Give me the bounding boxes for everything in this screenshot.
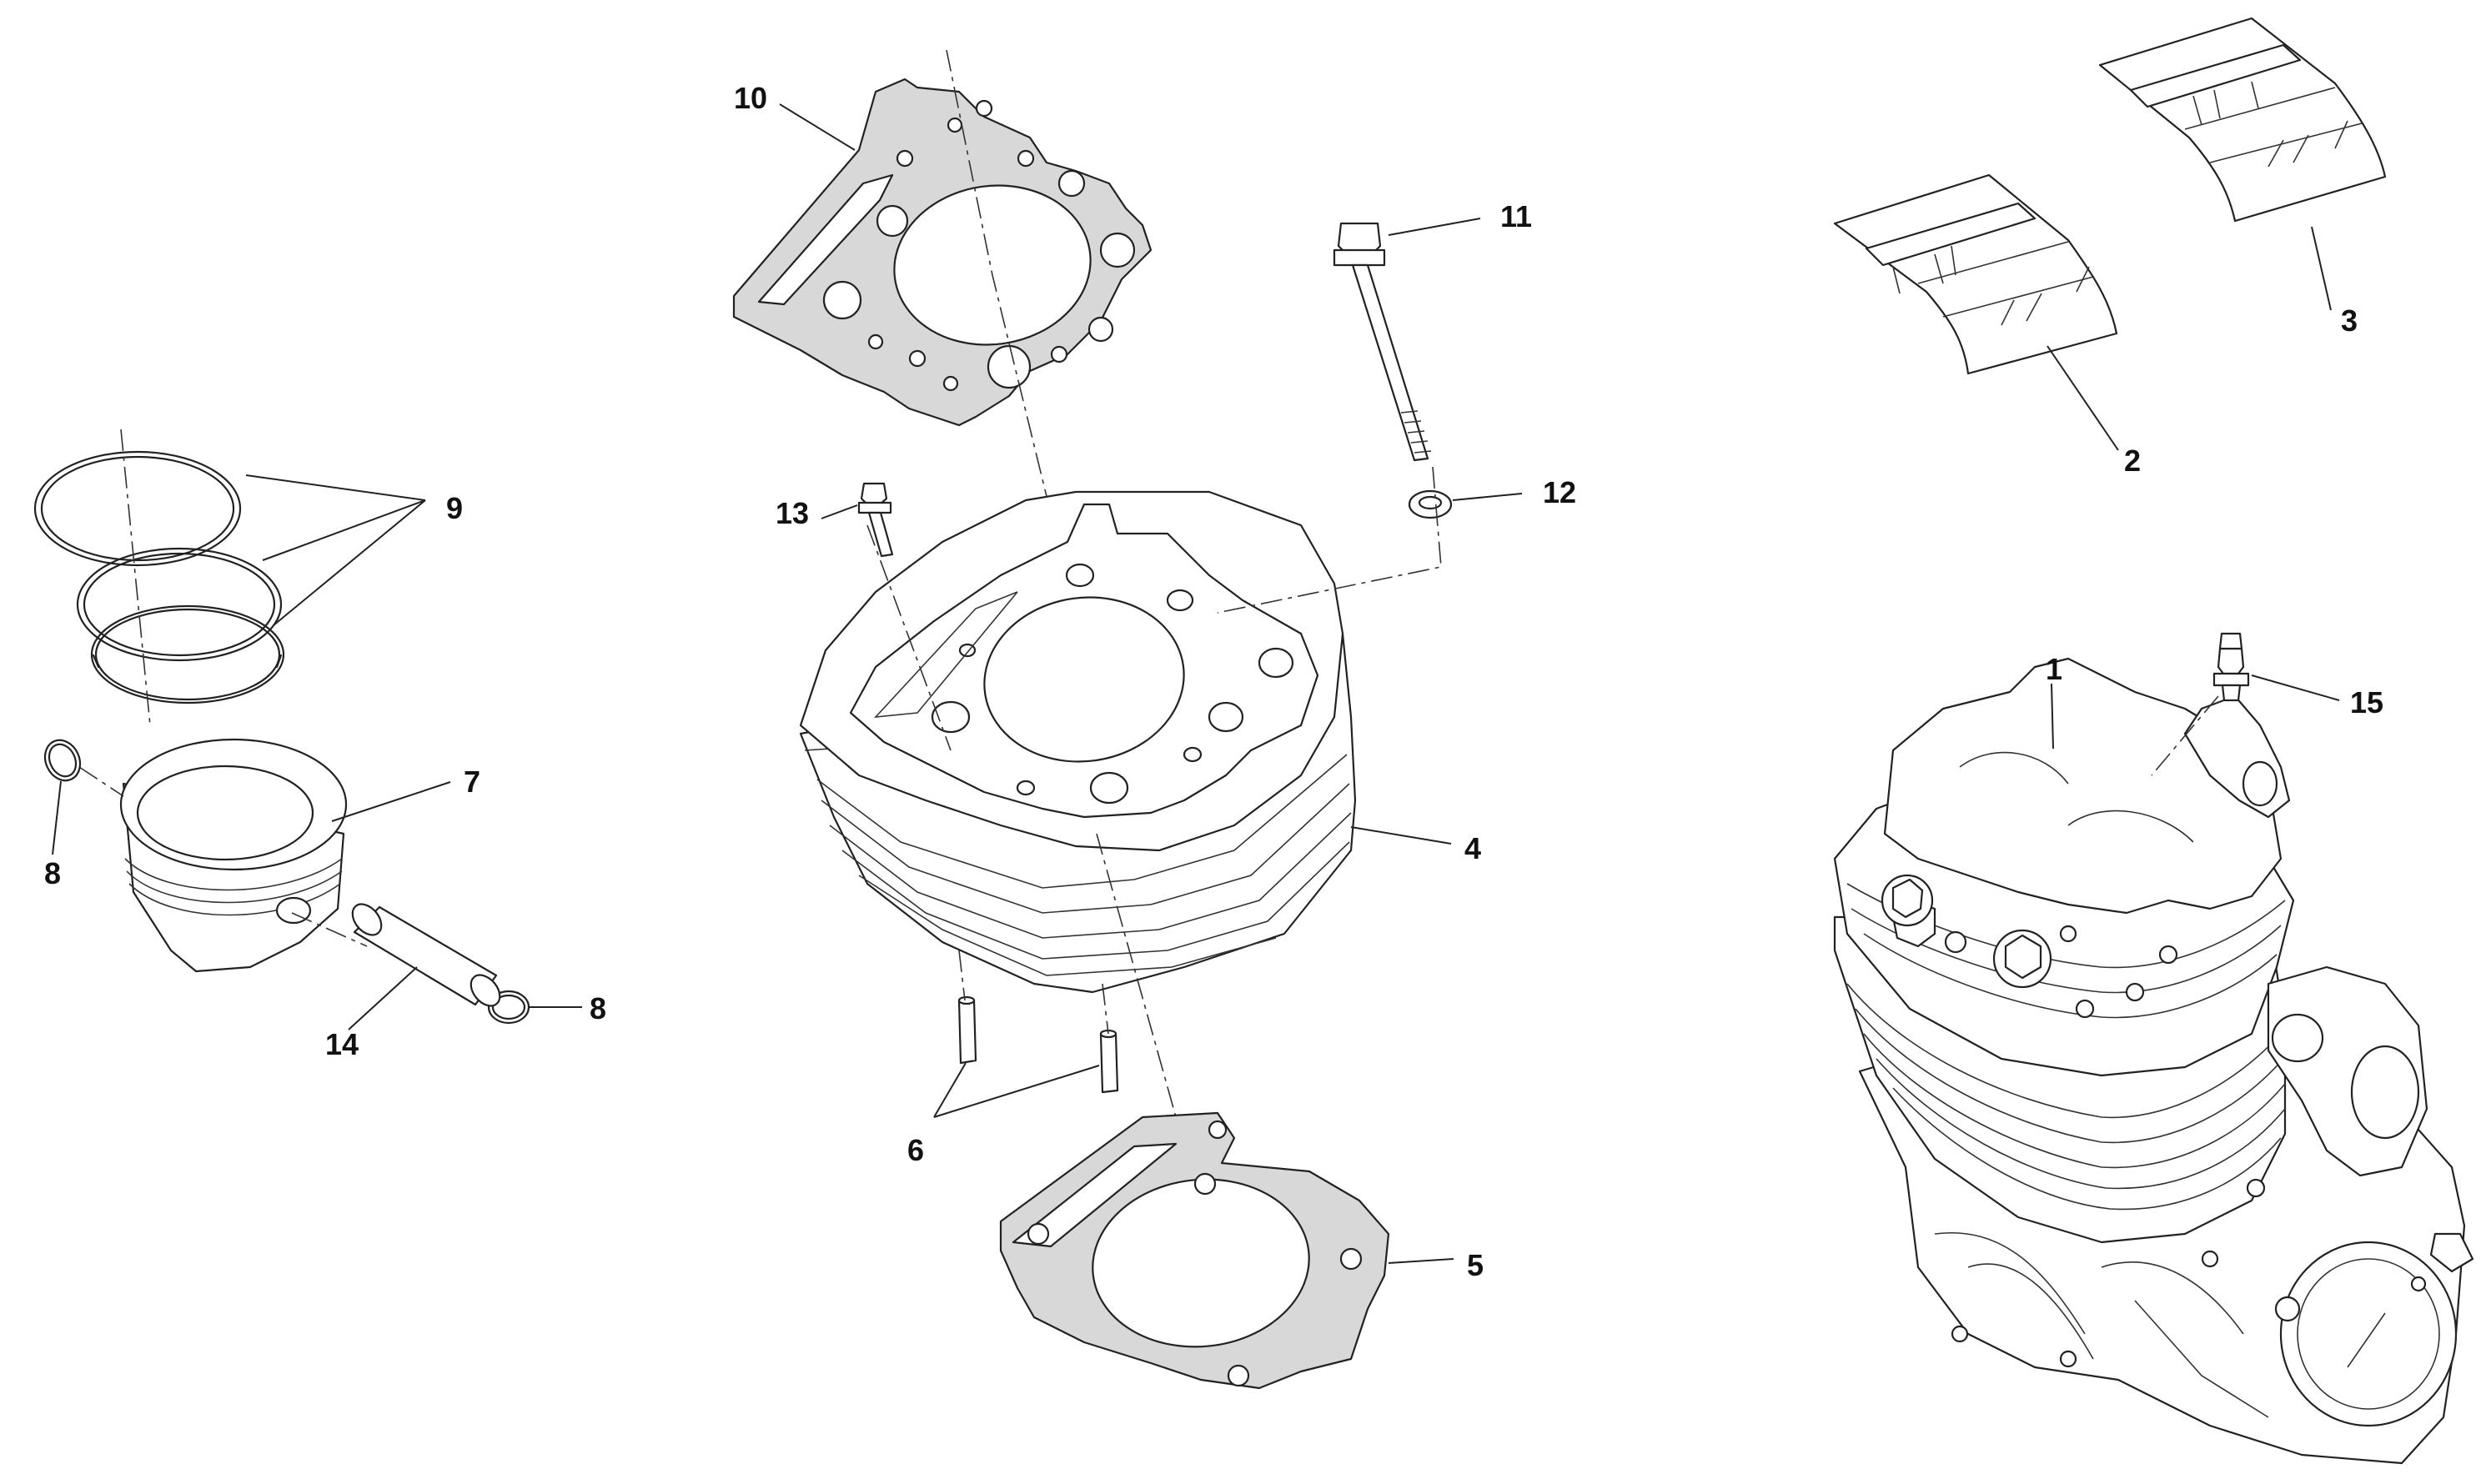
callout-9: 9 — [446, 491, 463, 525]
callout-8-right: 8 — [590, 991, 606, 1025]
leader-lines — [52, 103, 2340, 1264]
callout-8-left: 8 — [44, 856, 61, 890]
assembly-axis-pin — [291, 912, 368, 947]
callout-5: 5 — [1467, 1248, 1484, 1282]
engine-assembly-part-1 — [1833, 657, 2474, 1465]
callout-6: 6 — [907, 1133, 924, 1167]
assembly-axis-dowel-b — [1102, 983, 1109, 1035]
callout-labels: 1 2 3 4 5 6 7 8 8 9 10 11 12 13 14 15 — [44, 81, 2383, 1282]
bolt-part-13 — [857, 482, 894, 558]
circlip-part-8-left — [43, 739, 82, 782]
callout-13: 13 — [776, 496, 809, 530]
callout-10: 10 — [734, 81, 767, 115]
assembly-axis-bolt-13 — [866, 524, 952, 751]
callout-1: 1 — [2046, 652, 2062, 686]
assembly-axis-dowel-a — [958, 950, 966, 1001]
assembly-axis-clip — [78, 766, 124, 797]
callout-15: 15 — [2350, 685, 2383, 719]
piston-part-7 — [119, 738, 348, 973]
base-gasket-part-5 — [999, 1111, 1390, 1390]
callout-3: 3 — [2341, 303, 2358, 338]
callout-14: 14 — [325, 1027, 359, 1061]
gasket-kit-bag-part-2 — [1833, 173, 2118, 375]
callout-2: 2 — [2124, 444, 2141, 478]
piston-rings-part-9 — [33, 450, 285, 704]
dowel-pins-part-6 — [957, 995, 1119, 1094]
sensor-part-15 — [2212, 632, 2250, 702]
assembly-axis-head-gasket — [946, 49, 1093, 684]
head-gasket-part-10 — [732, 78, 1153, 427]
washer-part-12 — [1408, 489, 1453, 519]
callout-7: 7 — [464, 765, 480, 799]
piston-pin-part-14 — [351, 903, 501, 1007]
callout-4: 4 — [1464, 831, 1481, 865]
stud-bolt-part-11 — [1333, 222, 1432, 462]
assembly-axis-rings — [120, 429, 151, 726]
assembly-axis-sensor — [2151, 695, 2219, 776]
gasket-kit-bag-part-3 — [2098, 17, 2387, 223]
cylinder-block-part-4 — [799, 490, 1357, 994]
callout-12: 12 — [1543, 475, 1576, 509]
callout-11: 11 — [1500, 199, 1532, 233]
